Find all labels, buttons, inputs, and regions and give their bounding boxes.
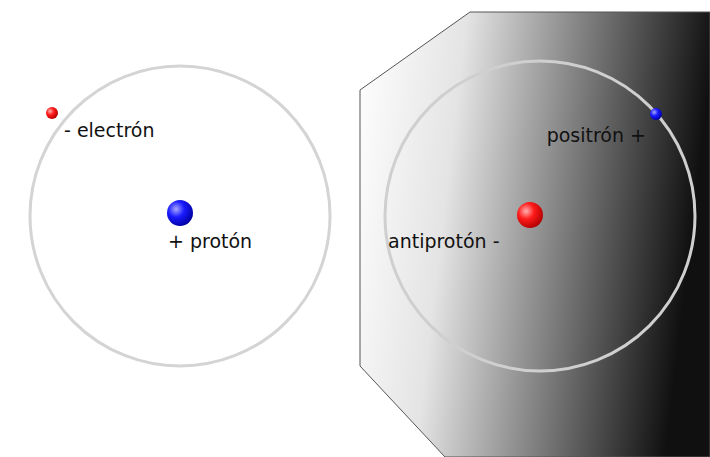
positron-sphere xyxy=(650,108,662,120)
mirror-panel xyxy=(360,12,710,457)
proton-sphere xyxy=(167,200,193,226)
particle-label: positrón + xyxy=(547,123,646,147)
orbit xyxy=(30,66,330,366)
particle-label: + protón xyxy=(168,229,252,253)
electron-sphere xyxy=(46,107,58,119)
orbit xyxy=(385,61,695,371)
antiproton-sphere xyxy=(517,202,543,228)
particle-label: antiprotón - xyxy=(388,229,500,253)
particle-label: - electrón xyxy=(64,118,155,142)
